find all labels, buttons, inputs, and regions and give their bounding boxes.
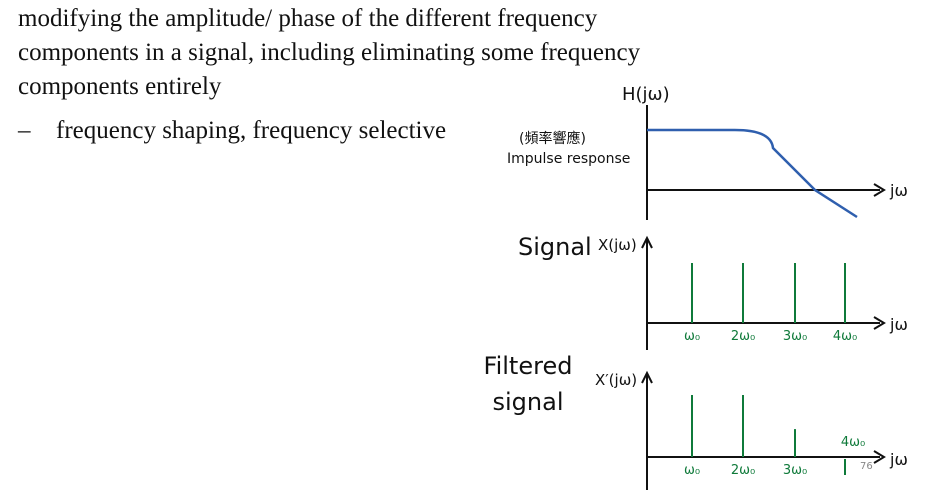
xf-x-arrow xyxy=(873,450,886,464)
xf-freq-axis-label: jω xyxy=(889,450,908,469)
xf-y-arrow xyxy=(641,370,653,384)
filtered-tick-label-4: 4ω₀ xyxy=(841,435,865,450)
signal-tick-label-4: 4ω₀ xyxy=(833,329,857,344)
signal-label: Signal xyxy=(518,233,592,261)
h-axis-label: H(jω) xyxy=(622,84,670,105)
x-axis-label: X(jω) xyxy=(598,236,637,254)
h-filter-curve xyxy=(647,128,858,219)
signal-tick-label-3: 3ω₀ xyxy=(783,329,807,344)
filtered-signal-plot: X′(jω) jω ω₀ 2ω₀ 3ω₀ 4ω₀ xyxy=(595,370,908,490)
x-y-arrow xyxy=(641,235,653,249)
filtered-label-line1: Filtered xyxy=(483,352,573,380)
filtered-label-line2: signal xyxy=(492,388,564,416)
filter-response-plot: H(jω) jω xyxy=(622,84,908,220)
impulse-response-label: Impulse response xyxy=(507,151,631,167)
signal-plot: X(jω) jω ω₀ 2ω₀ 3ω₀ 4ω₀ xyxy=(598,235,908,350)
signal-tick-label-1: ω₀ xyxy=(684,329,700,344)
filtered-tick-label-3: 3ω₀ xyxy=(783,463,807,478)
page-number: 76 xyxy=(860,461,873,472)
bullet-dash: – xyxy=(18,117,31,144)
h-x-arrow xyxy=(873,183,886,197)
bullet-item: –frequency shaping, frequency selective xyxy=(18,114,446,148)
h-freq-axis-label: jω xyxy=(889,181,908,200)
filtered-tick-label-2: 2ω₀ xyxy=(731,463,755,478)
x-x-arrow xyxy=(873,316,886,330)
bullet-text: frequency shaping, frequency selective xyxy=(56,117,447,144)
frequency-response-cjk-label: (頻率響應) xyxy=(519,131,586,147)
filtered-tick-label-1: ω₀ xyxy=(684,463,700,478)
x-freq-axis-label: jω xyxy=(889,315,908,334)
intro-paragraph: modifying the amplitude/ phase of the di… xyxy=(18,5,641,100)
filtered-signal-label: Filtered signal xyxy=(478,348,578,420)
xf-axis-label: X′(jω) xyxy=(595,371,637,389)
signal-tick-label-2: 2ω₀ xyxy=(731,329,755,344)
